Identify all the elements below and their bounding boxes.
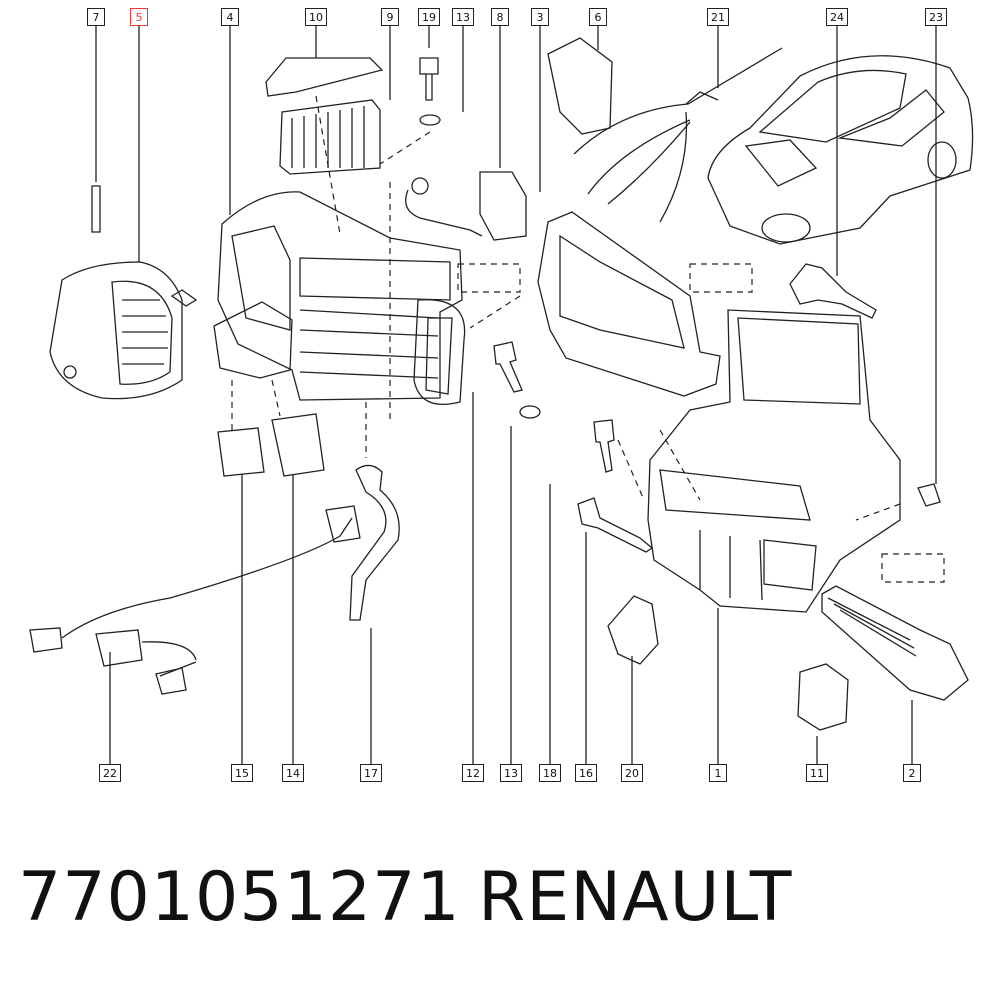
callout-10: 10 [305,8,327,26]
brand-name: RENAULT [478,858,793,937]
callout-1: 1 [709,764,727,782]
car-illustration [707,55,974,245]
seal-part [265,57,384,97]
callout-7: 7 [87,8,105,26]
callout-22: 22 [99,764,121,782]
callout-14: 14 [282,764,304,782]
callout-6: 6 [589,8,607,26]
callout-2: 2 [903,764,921,782]
callout-17: 17 [360,764,382,782]
callout-18: 18 [539,764,561,782]
foam-pad-part [271,413,325,477]
callout-9: 9 [381,8,399,26]
heater-box-part [217,191,466,406]
resistor-part [547,37,613,135]
part-number: 7701051271 [18,858,461,937]
callout-23: 23 [925,8,947,26]
wiring-loom-part [29,505,361,695]
cable-part [789,263,877,319]
callout-8: 8 [491,8,509,26]
air-duct-part [537,211,721,397]
sensor-part [405,171,527,241]
callout-19: 19 [418,8,440,26]
wiring-harness-part [573,47,783,223]
callout-15: 15 [231,764,253,782]
drain-tube-part [349,464,400,621]
callout-11: 11 [806,764,828,782]
callout-13: 13 [452,8,474,26]
callout-5-highlighted: 5 [130,8,148,26]
callout-21: 21 [707,8,729,26]
connector-part [217,427,265,477]
callout-24: 24 [826,8,848,26]
callout-3: 3 [531,8,549,26]
heater-core-part [821,585,969,701]
pollen-filter-part [279,99,381,175]
control-valve-part [797,663,849,731]
probe-part [577,497,654,553]
blower-motor-part [49,185,198,400]
heater-unit-part [647,309,901,613]
callout-16: 16 [575,764,597,782]
callout-4: 4 [221,8,239,26]
actuator-part [607,595,659,665]
callout-13-bottom: 13 [500,764,522,782]
callout-12: 12 [462,764,484,782]
callout-20: 20 [621,764,643,782]
